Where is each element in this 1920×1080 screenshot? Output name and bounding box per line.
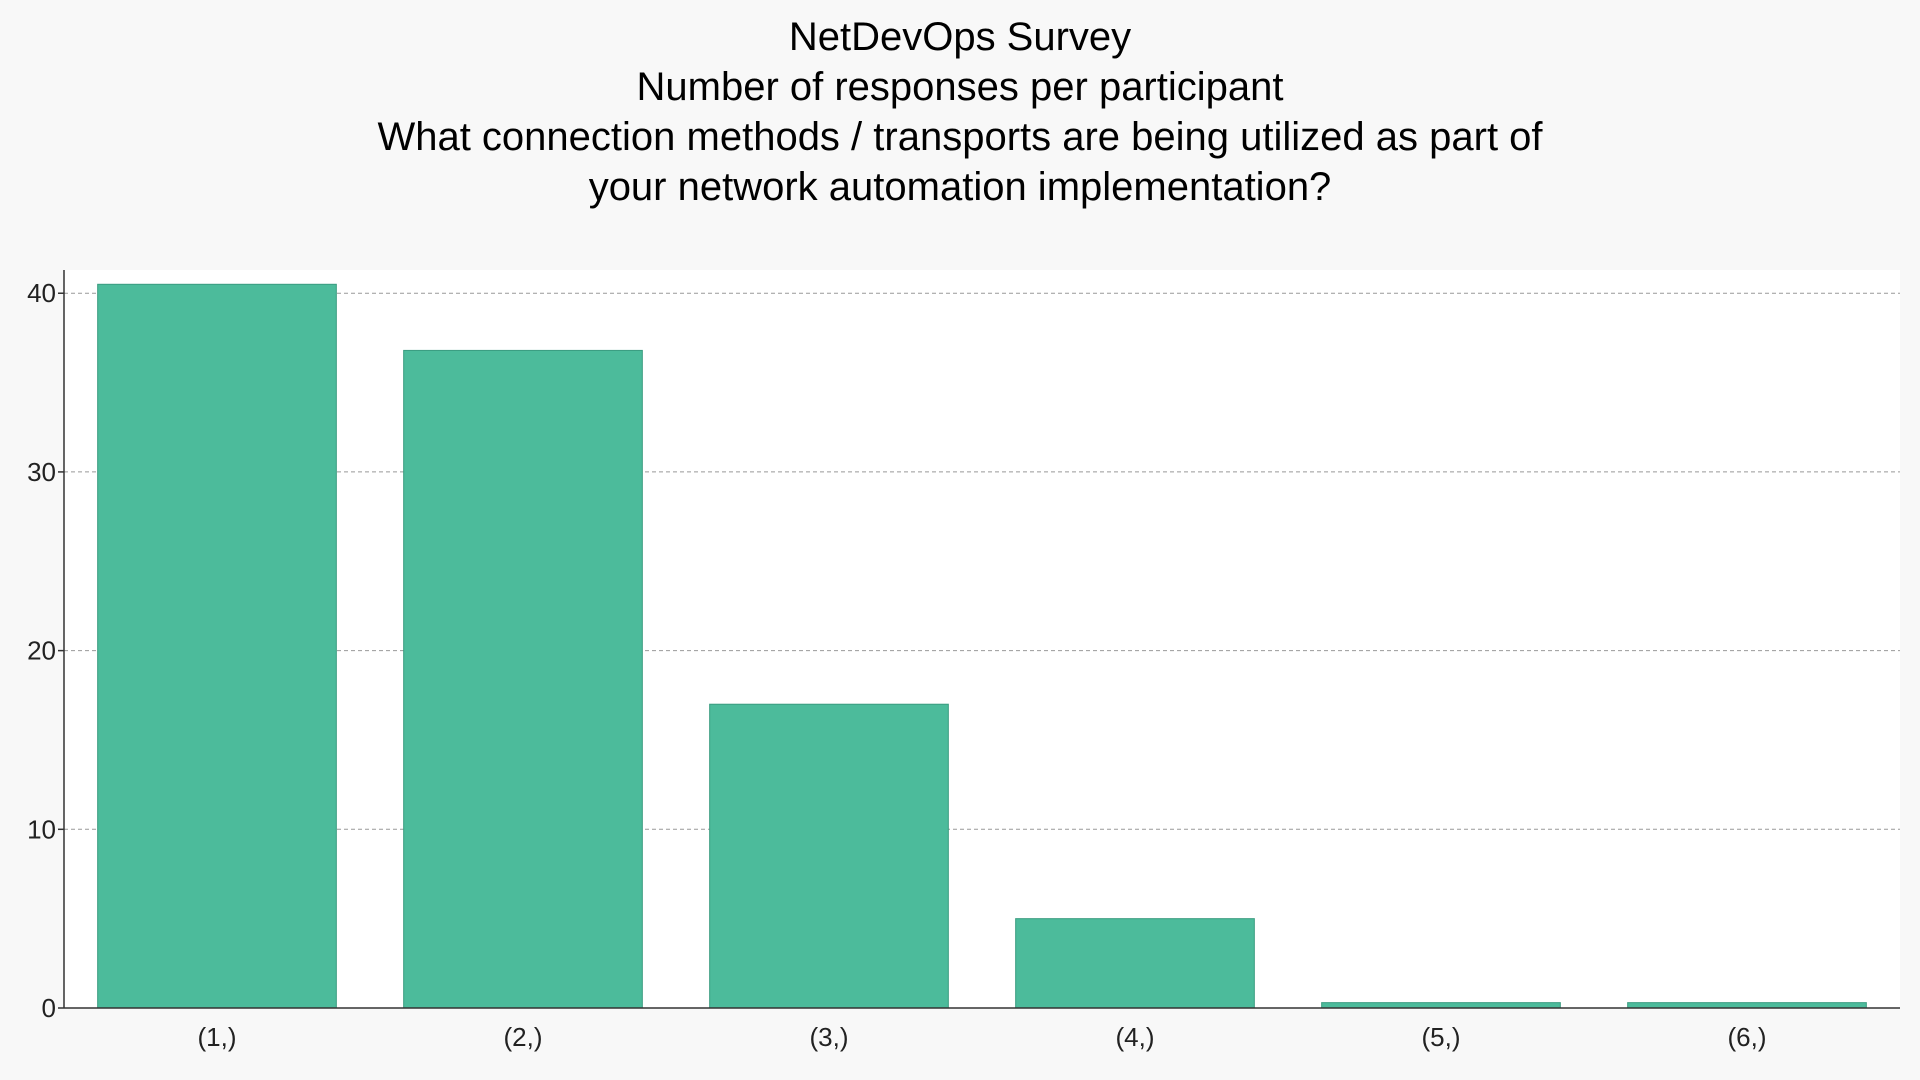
y-tick-label: 30 (27, 457, 56, 487)
x-tick-label: (4,) (1116, 1022, 1155, 1052)
x-tick-label: (6,) (1728, 1022, 1767, 1052)
y-tick-label: 40 (27, 278, 56, 308)
title-line-4: your network automation implementation? (589, 165, 1332, 209)
bar (1015, 918, 1255, 1009)
x-tick-label: (2,) (504, 1022, 543, 1052)
bar (97, 283, 337, 1009)
y-axis-ticks: 0 10 20 30 40 (27, 278, 64, 1023)
bar (1321, 1002, 1561, 1009)
x-tick-label: (3,) (810, 1022, 849, 1052)
bar (709, 703, 949, 1009)
title-line-2: Number of responses per participant (637, 65, 1284, 109)
bar (403, 349, 643, 1009)
bar (1627, 1002, 1867, 1009)
y-tick-label: 10 (27, 814, 56, 844)
bars (97, 283, 1867, 1009)
y-tick-label: 0 (42, 993, 56, 1023)
plot-area (64, 270, 1900, 1008)
chart-title: NetDevOps Survey Number of responses per… (377, 15, 1543, 209)
x-tick-label: (1,) (198, 1022, 237, 1052)
gridlines (64, 292, 1900, 830)
x-axis-labels: (1,) (2,) (3,) (4,) (5,) (6,) (198, 1022, 1767, 1052)
title-line-3: What connection methods / transports are… (377, 115, 1543, 159)
x-tick-label: (5,) (1422, 1022, 1461, 1052)
y-tick-label: 20 (27, 636, 56, 666)
title-line-1: NetDevOps Survey (789, 15, 1131, 59)
